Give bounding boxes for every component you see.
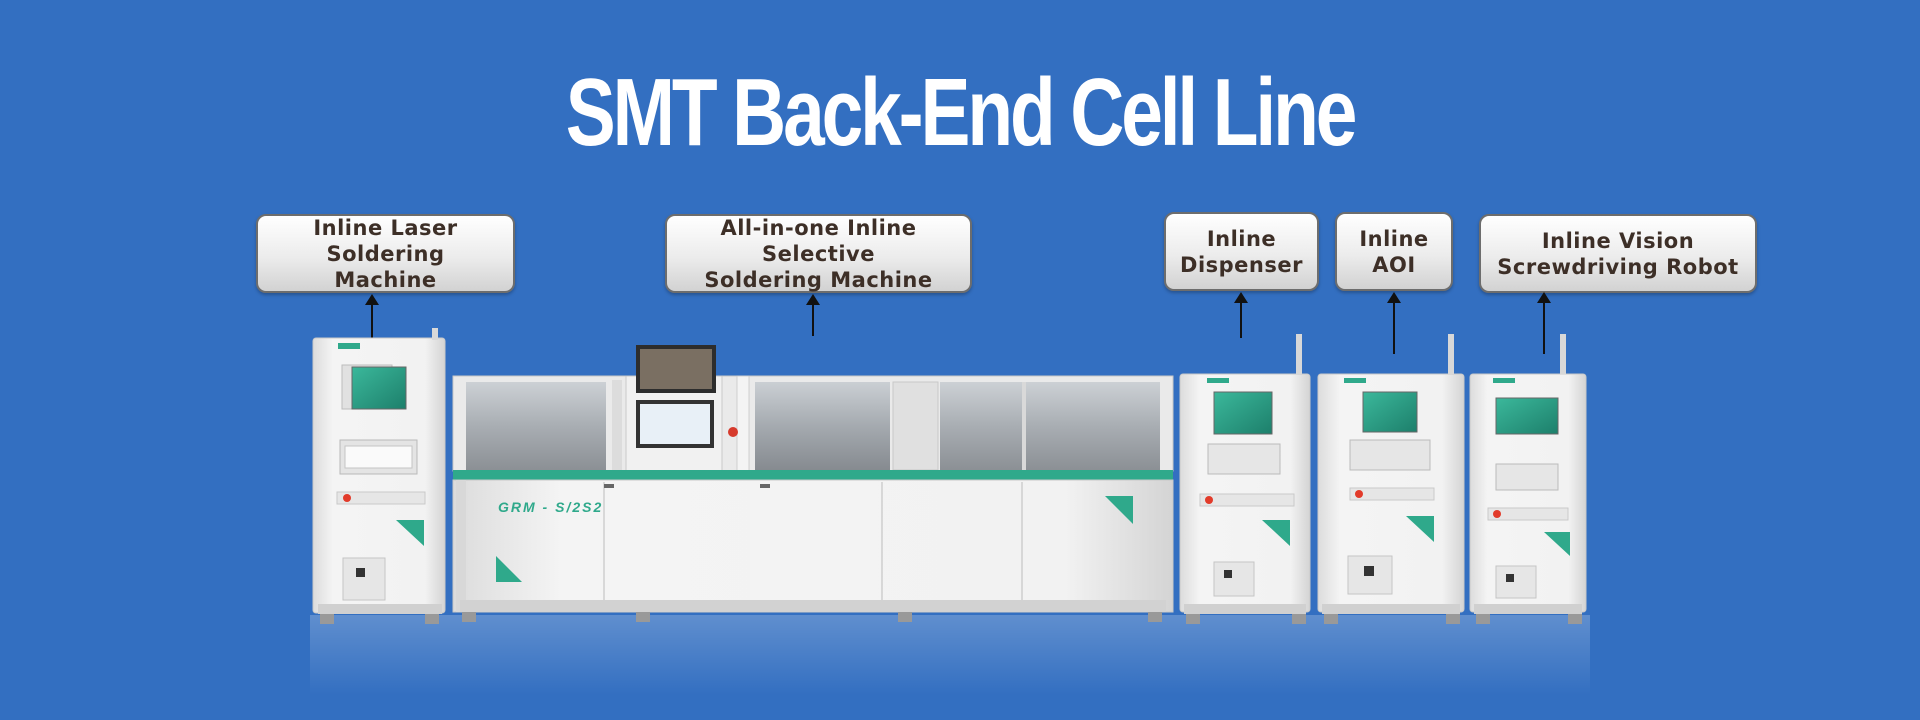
label-selective-text: All-in-one Inline Selective Soldering Ma… (704, 215, 933, 292)
floor-reflection (310, 615, 1590, 695)
label-dispenser: Inline Dispenser (1164, 212, 1319, 291)
label-aoi-text: Inline AOI (1359, 226, 1429, 277)
arrow-selective (806, 294, 820, 336)
model-marking: GRM - S/2S2 (498, 499, 603, 515)
label-laser-soldering-machine: Inline Laser Soldering Machine (256, 214, 515, 293)
arrow-dispenser (1234, 292, 1248, 338)
label-screwdriving-robot: Inline Vision Screwdriving Robot (1479, 214, 1757, 293)
label-laser-text: Inline Laser Soldering Machine (313, 215, 458, 292)
screwdriving-robot-machine (1469, 334, 1587, 624)
selective-soldering-machine: GRM - S/2S2 (452, 345, 1174, 622)
label-dispenser-text: Inline Dispenser (1180, 226, 1303, 277)
label-aoi: Inline AOI (1335, 212, 1453, 291)
arrow-screw (1537, 292, 1551, 354)
arrow-aoi (1387, 292, 1401, 354)
laser-soldering-machine (312, 328, 446, 624)
dispenser-machine (1179, 334, 1311, 624)
arrow-laser (365, 294, 379, 338)
label-selective-soldering-machine: All-in-one Inline Selective Soldering Ma… (665, 214, 972, 293)
page-title: SMT Back-End Cell Line (565, 59, 1358, 166)
label-screw-text: Inline Vision Screwdriving Robot (1497, 228, 1739, 279)
aoi-machine (1317, 334, 1465, 624)
